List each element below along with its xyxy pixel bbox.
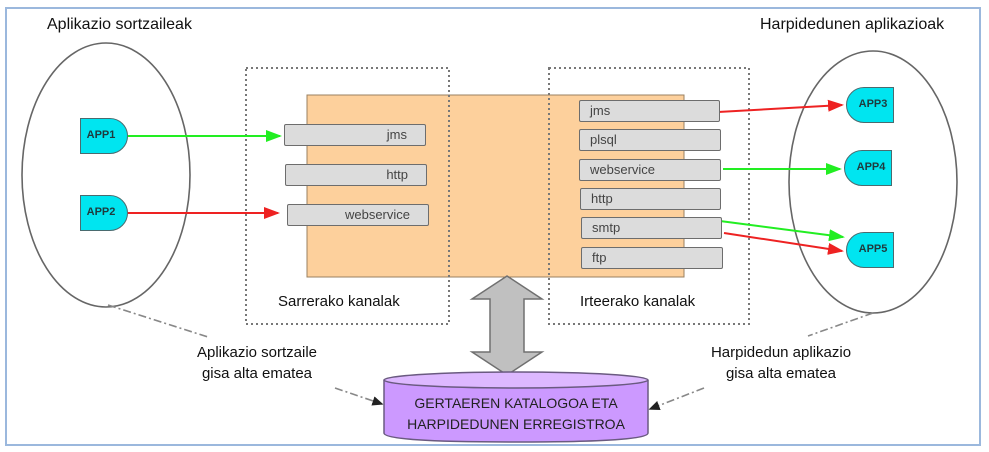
register-line-producer-top bbox=[107, 304, 209, 338]
input-channels-label: Sarrerako kanalak bbox=[278, 293, 400, 310]
database-label[interactable]: GERTAEREN KATALOGOA ETA HARPIDEDUNEN ERR… bbox=[384, 393, 648, 435]
app-node-app3[interactable]: APP3 bbox=[846, 87, 894, 123]
register-line-subscriber-top bbox=[807, 312, 874, 337]
output-channel-smtp[interactable]: smtp bbox=[581, 217, 722, 239]
producers-title: Aplikazio sortzaileak bbox=[47, 16, 192, 33]
bidirectional-arrow bbox=[469, 275, 545, 376]
database-label-line1: GERTAEREN KATALOGOA ETA bbox=[414, 395, 618, 411]
output-channel-ftp[interactable]: ftp bbox=[581, 247, 723, 269]
subscribers-title: Harpidedunen aplikazioak bbox=[760, 16, 945, 33]
producer-registration-label: Aplikazio sortzaile gisa alta ematea bbox=[184, 342, 330, 384]
input-channel-jms[interactable]: jms bbox=[284, 124, 426, 146]
database-label-line2: HARPIDEDUNEN ERREGISTROA bbox=[407, 416, 625, 432]
database-cylinder-top bbox=[383, 371, 649, 389]
output-channels-label: Irteerako kanalak bbox=[580, 293, 696, 310]
register-line-subscriber-bottom bbox=[648, 387, 705, 410]
input-channel-http[interactable]: http bbox=[285, 164, 427, 186]
database-cylinder-body bbox=[383, 380, 649, 443]
connector-jms-app3 bbox=[717, 99, 844, 113]
output-channels-group bbox=[548, 67, 750, 325]
output-channel-jms[interactable]: jms bbox=[579, 100, 720, 122]
app-node-app4[interactable]: APP4 bbox=[844, 150, 892, 186]
output-channel-webservice[interactable]: webservice bbox=[579, 159, 721, 181]
output-channel-plsql[interactable]: plsql bbox=[579, 129, 721, 151]
app-node-app1[interactable]: APP1 bbox=[80, 118, 128, 154]
input-channel-webservice[interactable]: webservice bbox=[287, 204, 429, 226]
producer-registration-line1: Aplikazio sortzaile bbox=[196, 344, 318, 361]
output-channel-http[interactable]: http bbox=[580, 188, 721, 210]
producer-group-ellipse bbox=[21, 42, 191, 308]
subscriber-registration-label: Harpidedun aplikazio gisa alta ematea bbox=[690, 342, 872, 384]
connector-smtp-app5-red bbox=[723, 232, 844, 255]
register-line-producer-bottom bbox=[334, 387, 384, 406]
subscriber-registration-line2: gisa alta ematea bbox=[725, 365, 837, 382]
connector-smtp-app5-green bbox=[719, 220, 845, 242]
app-node-app5[interactable]: APP5 bbox=[846, 232, 894, 268]
producer-registration-line2: gisa alta ematea bbox=[201, 365, 313, 382]
input-channels-group bbox=[245, 67, 450, 325]
subscriber-registration-line1: Harpidedun aplikazio bbox=[710, 344, 852, 361]
app-node-app2[interactable]: APP2 bbox=[80, 195, 128, 231]
